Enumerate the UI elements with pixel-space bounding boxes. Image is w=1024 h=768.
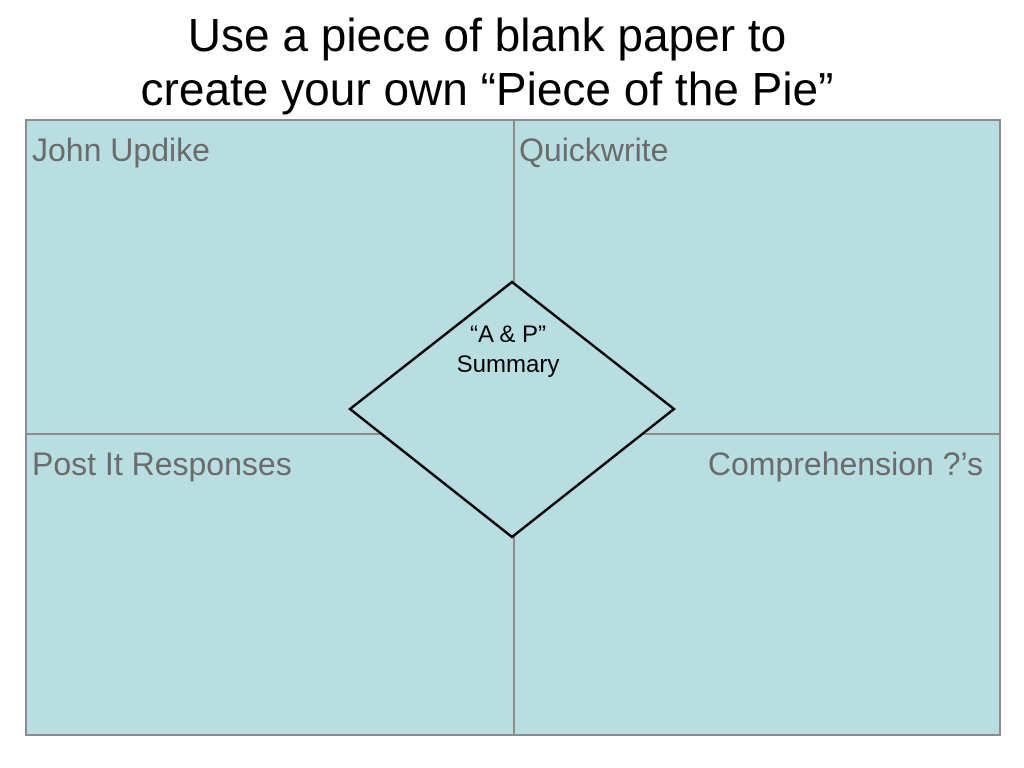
- pie-grid: John Updike Quickwrite Post It Responses…: [25, 119, 1001, 736]
- quadrant-label-top-left: John Updike: [32, 132, 210, 168]
- quadrant-label-bottom-right: Comprehension ?’s: [707, 446, 983, 482]
- diamond-label: “A & P” Summary: [408, 320, 608, 380]
- title-line-2: create your own “Piece of the Pie”: [140, 63, 834, 115]
- slide-title: Use a piece of blank paper to create you…: [0, 8, 974, 116]
- quadrant-label-bottom-left: Post It Responses: [32, 446, 292, 482]
- diamond-label-line-1: “A & P”: [469, 321, 547, 348]
- quadrant-label-top-right: Quickwrite: [519, 132, 669, 168]
- diamond-shape: [347, 280, 677, 539]
- title-line-1: Use a piece of blank paper to: [187, 9, 787, 61]
- diamond-label-line-2: Summary: [456, 351, 560, 378]
